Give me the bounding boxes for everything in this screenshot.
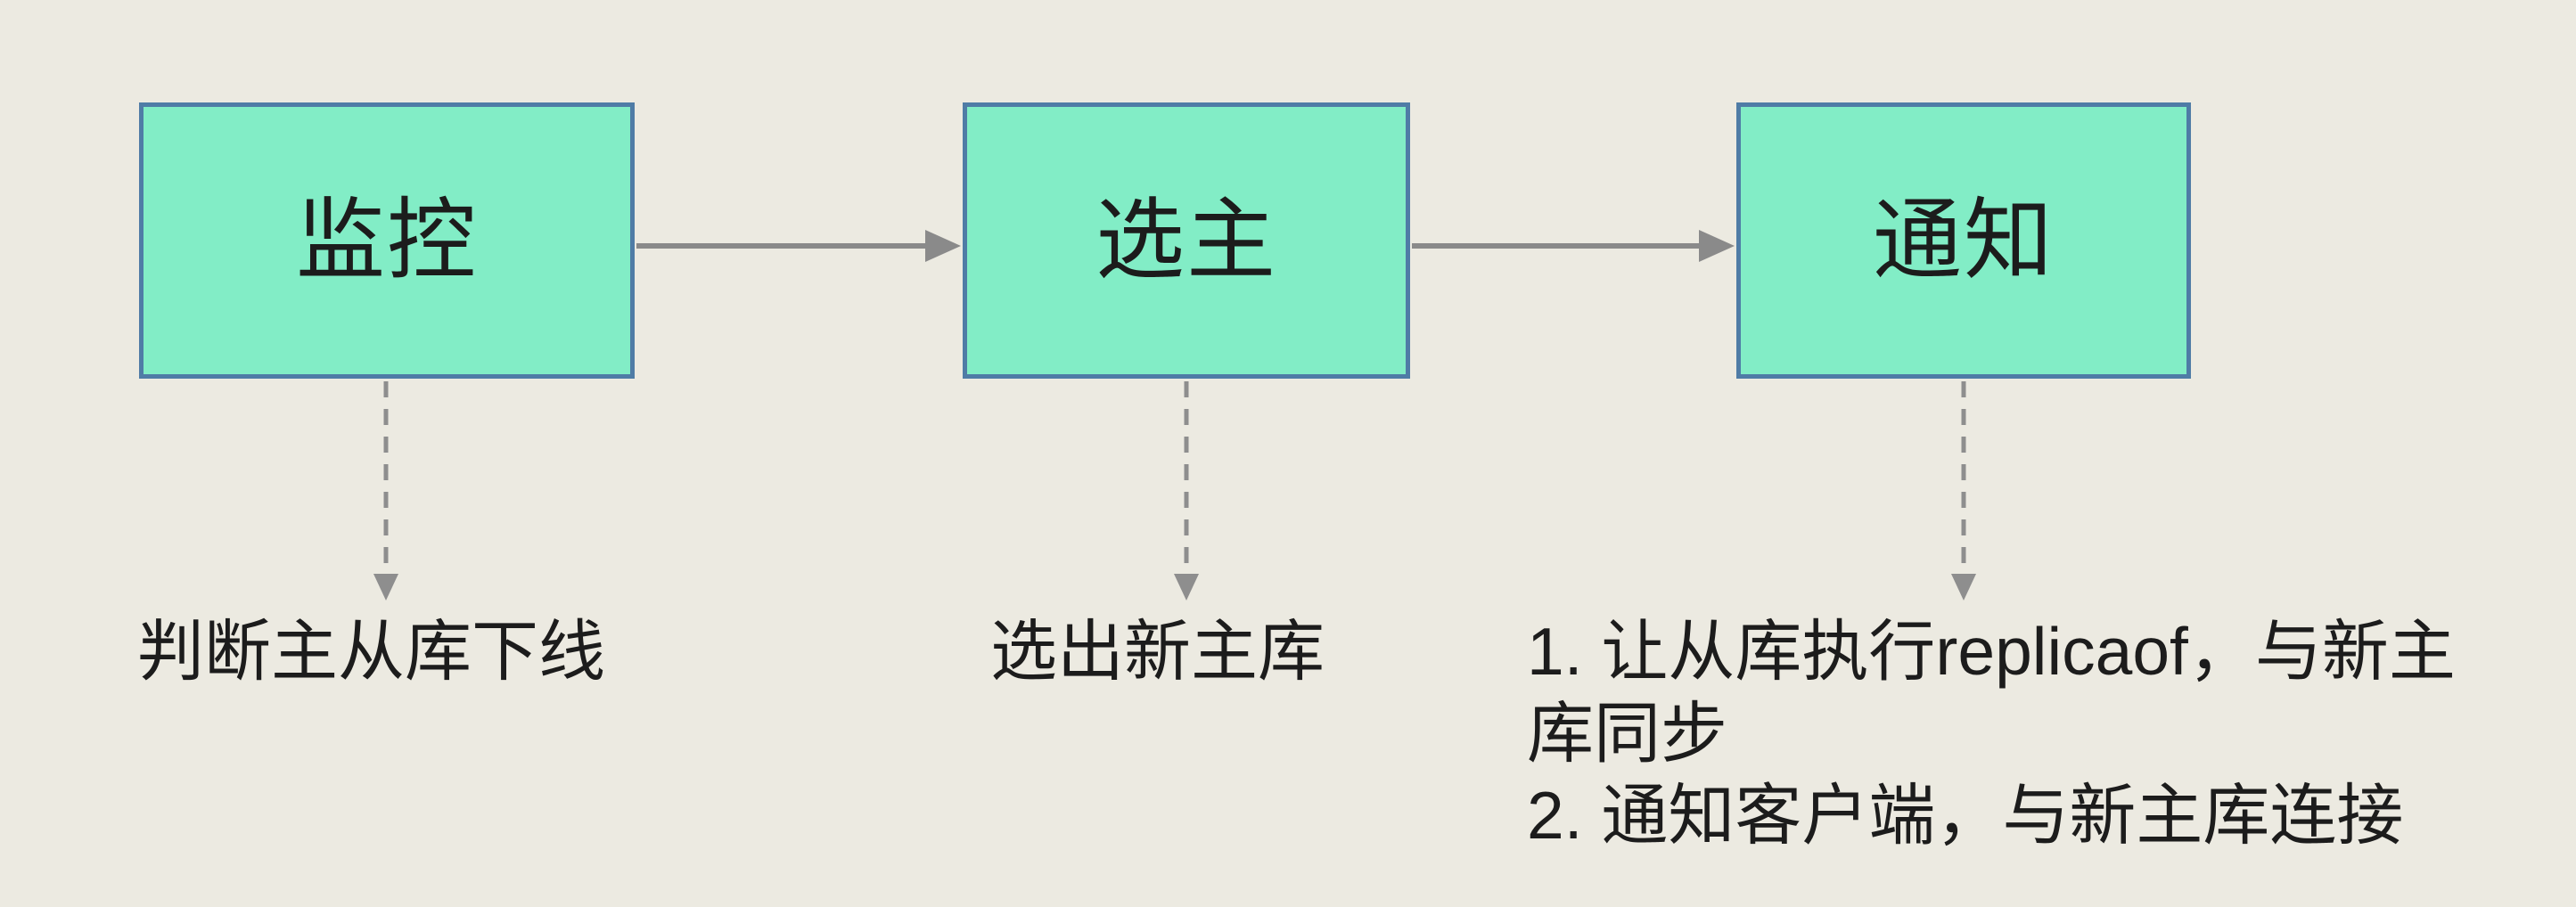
dashed-arrowhead-icon [373, 574, 398, 601]
annotation-elect: 选出新主库 [990, 610, 1325, 692]
step-box-elect: 选主 [963, 102, 1410, 379]
dashed-arrow-elect [1174, 381, 1199, 601]
flow-arrowhead-icon [925, 230, 961, 262]
annotation-line: 2. 通知客户端，与新主库连接 [1527, 778, 2404, 853]
step-label-elect: 选主 [1095, 191, 1277, 290]
annotation-monitor: 判断主从库下线 [137, 610, 605, 692]
step-label-notify: 通知 [1873, 191, 2055, 290]
dashed-arrow-monitor [373, 381, 398, 601]
flow-arrowhead-icon [1699, 230, 1735, 262]
annotation-notify: 1. 让从库执行replicaof，与新主 库同步 2. 通知客户端，与新主库连… [1527, 610, 2456, 856]
annotation-line: 选出新主库 [990, 614, 1325, 689]
dashed-arrowhead-icon [1951, 574, 1976, 601]
flow-arrow-elect-to-notify [1412, 230, 1735, 262]
annotation-line: 判断主从库下线 [137, 614, 606, 689]
step-box-notify: 通知 [1736, 102, 2191, 379]
step-box-monitor: 监控 [139, 102, 635, 379]
annotation-line: 库同步 [1527, 696, 1728, 771]
annotation-line: 1. 让从库执行replicaof，与新主 [1527, 614, 2456, 689]
step-label-monitor: 监控 [296, 191, 478, 290]
flow-arrow-monitor-to-elect [636, 230, 961, 262]
dashed-arrow-notify [1951, 381, 1976, 601]
dashed-arrowhead-icon [1174, 574, 1199, 601]
